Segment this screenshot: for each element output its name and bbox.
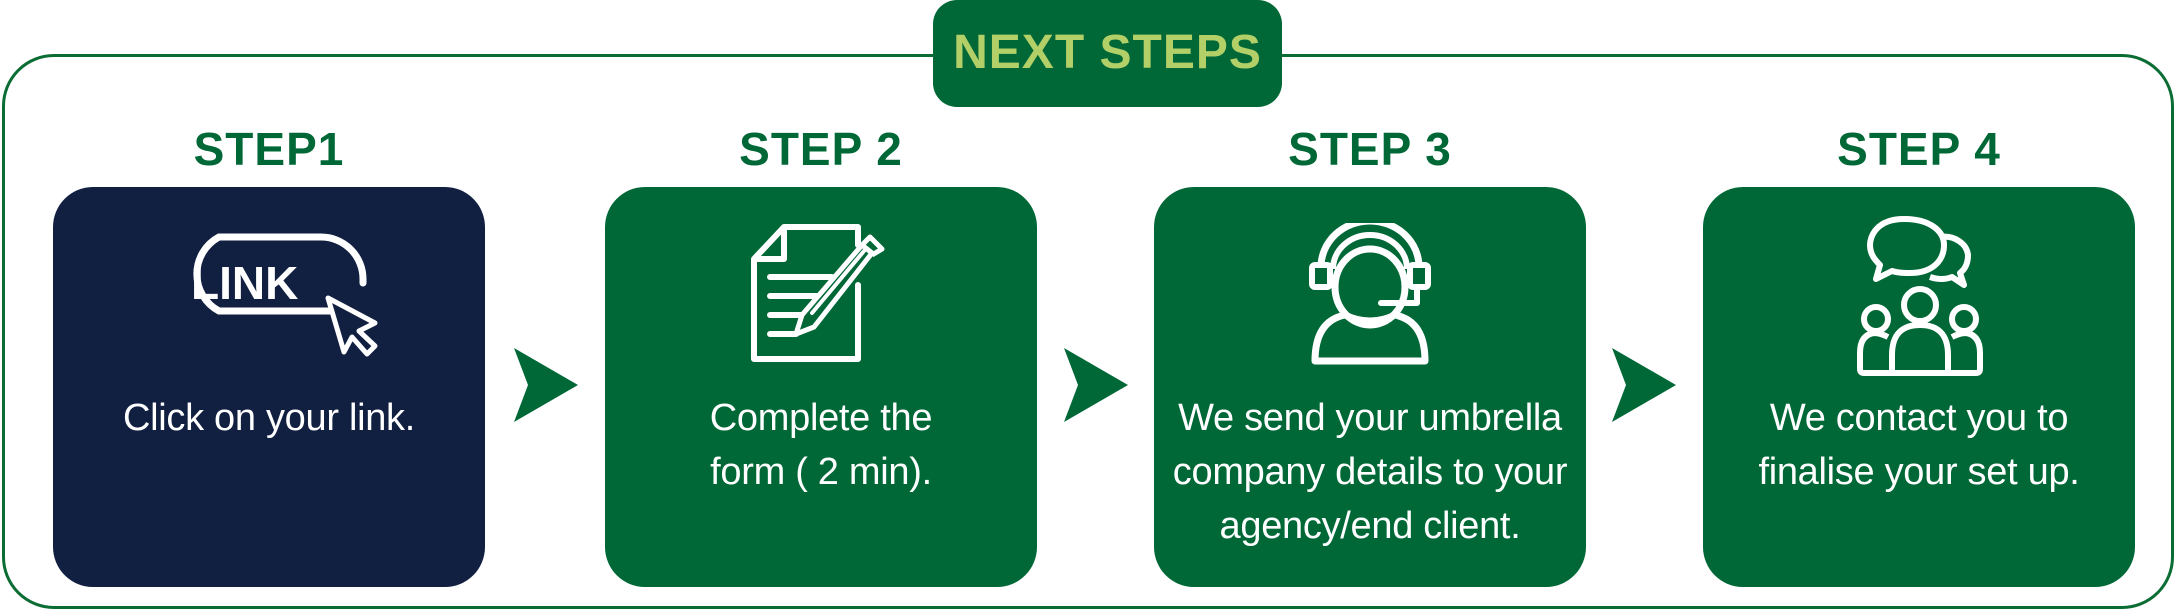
- step-3-card: We send your umbrella company details to…: [1154, 187, 1586, 587]
- step-4-title: STEP 4: [1837, 123, 2001, 175]
- step-1-description: Click on your link.: [122, 397, 416, 439]
- step-4-description: We contact you to finalise your set up.: [1758, 397, 2080, 493]
- arrow-right-icon: [1064, 348, 1128, 422]
- step-1-title: STEP1: [193, 123, 345, 175]
- step-2-title: STEP 2: [739, 123, 903, 175]
- arrow-right-icon: [1612, 348, 1676, 422]
- badge-title: NEXT STEPS: [953, 26, 1262, 79]
- group-chat-icon: [1857, 216, 1983, 376]
- form-pencil-icon: [751, 224, 885, 362]
- arrow-right-icon: [514, 348, 578, 422]
- step-4-card: We contact you to finalise your set up.: [1703, 187, 2135, 587]
- headset-agent-icon: [1309, 223, 1431, 365]
- link-icon-text: LINK: [191, 257, 298, 309]
- next-steps-badge: NEXT STEPS: [933, 0, 1282, 107]
- step-2-description: Complete the form ( 2 min).: [709, 397, 933, 493]
- step-3-description: We send your umbrella company details to…: [1172, 397, 1568, 547]
- step-2-card: Complete the form ( 2 min).: [605, 187, 1037, 587]
- step-3-title: STEP 3: [1288, 123, 1452, 175]
- step-1-card: LINK Click on your link.: [53, 187, 485, 587]
- link-click-icon: LINK: [191, 233, 378, 357]
